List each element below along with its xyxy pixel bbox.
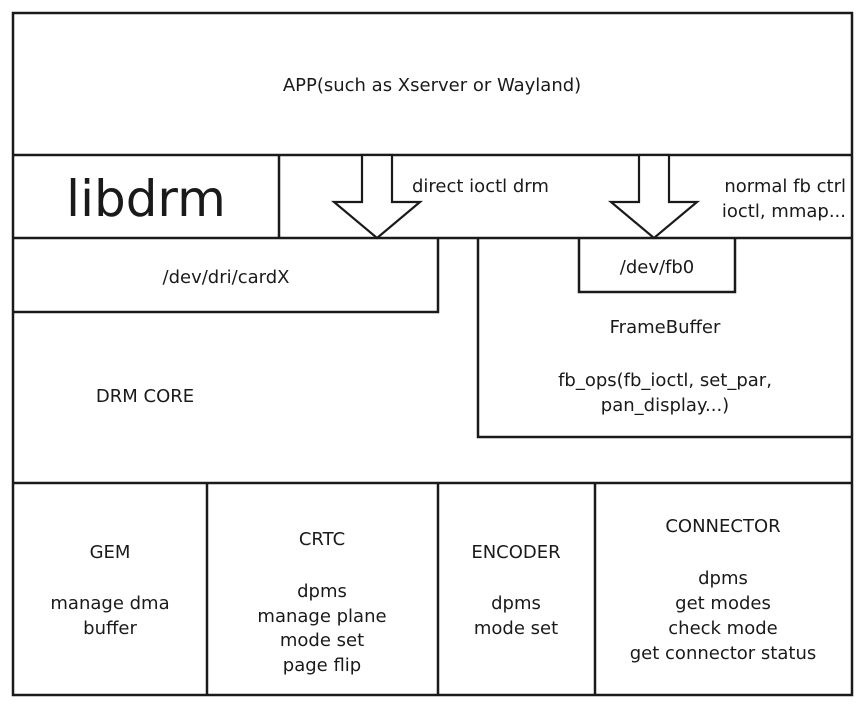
encoder-title: ENCODER — [471, 542, 560, 563]
fb-ioctl-label-line2: ioctl, mmap... — [722, 201, 846, 222]
framebuffer-title: FrameBuffer — [610, 317, 721, 338]
connector-line: get connector status — [630, 643, 816, 664]
fb0-device-label: /dev/fb0 — [620, 257, 695, 278]
encoder-line: dpms — [491, 593, 541, 614]
crtc-line: manage plane — [257, 606, 386, 627]
fb-ioctl-label-line1: normal fb ctrl — [724, 176, 846, 197]
connector-title: CONNECTOR — [665, 516, 780, 537]
gem-line: buffer — [83, 618, 137, 639]
dri-card-device-box — [13, 238, 440, 314]
drm-ioctl-label: direct ioctl drm — [412, 176, 549, 197]
crtc-title: CRTC — [299, 529, 345, 550]
fb-ops-line1: fb_ops(fb_ioctl, set_par, — [558, 370, 772, 391]
fb0-device-box — [577, 238, 737, 294]
connector-line: dpms — [698, 568, 748, 589]
app-label: APP(such as Xserver or Wayland) — [283, 75, 581, 96]
fb-ioctl-arrow — [607, 153, 701, 240]
crtc-line: page flip — [283, 655, 361, 676]
framebuffer-box — [476, 238, 852, 439]
crtc-line: mode set — [280, 630, 364, 651]
encoder-line: mode set — [474, 618, 558, 639]
dri-card-device-label: /dev/dri/cardX — [163, 267, 290, 288]
gem-title: GEM — [90, 542, 131, 563]
libdrm-label: libdrm — [66, 170, 226, 228]
diagram-frame — [11, 11, 854, 697]
connector-line: check mode — [668, 618, 777, 639]
connector-line: get modes — [675, 593, 771, 614]
crtc-line: dpms — [297, 581, 347, 602]
gem-line: manage dma — [50, 593, 169, 614]
fb-ops-line2: pan_display...) — [601, 395, 729, 416]
drm-ioctl-arrow — [330, 153, 424, 240]
drm-core-label: DRM CORE — [96, 386, 194, 407]
